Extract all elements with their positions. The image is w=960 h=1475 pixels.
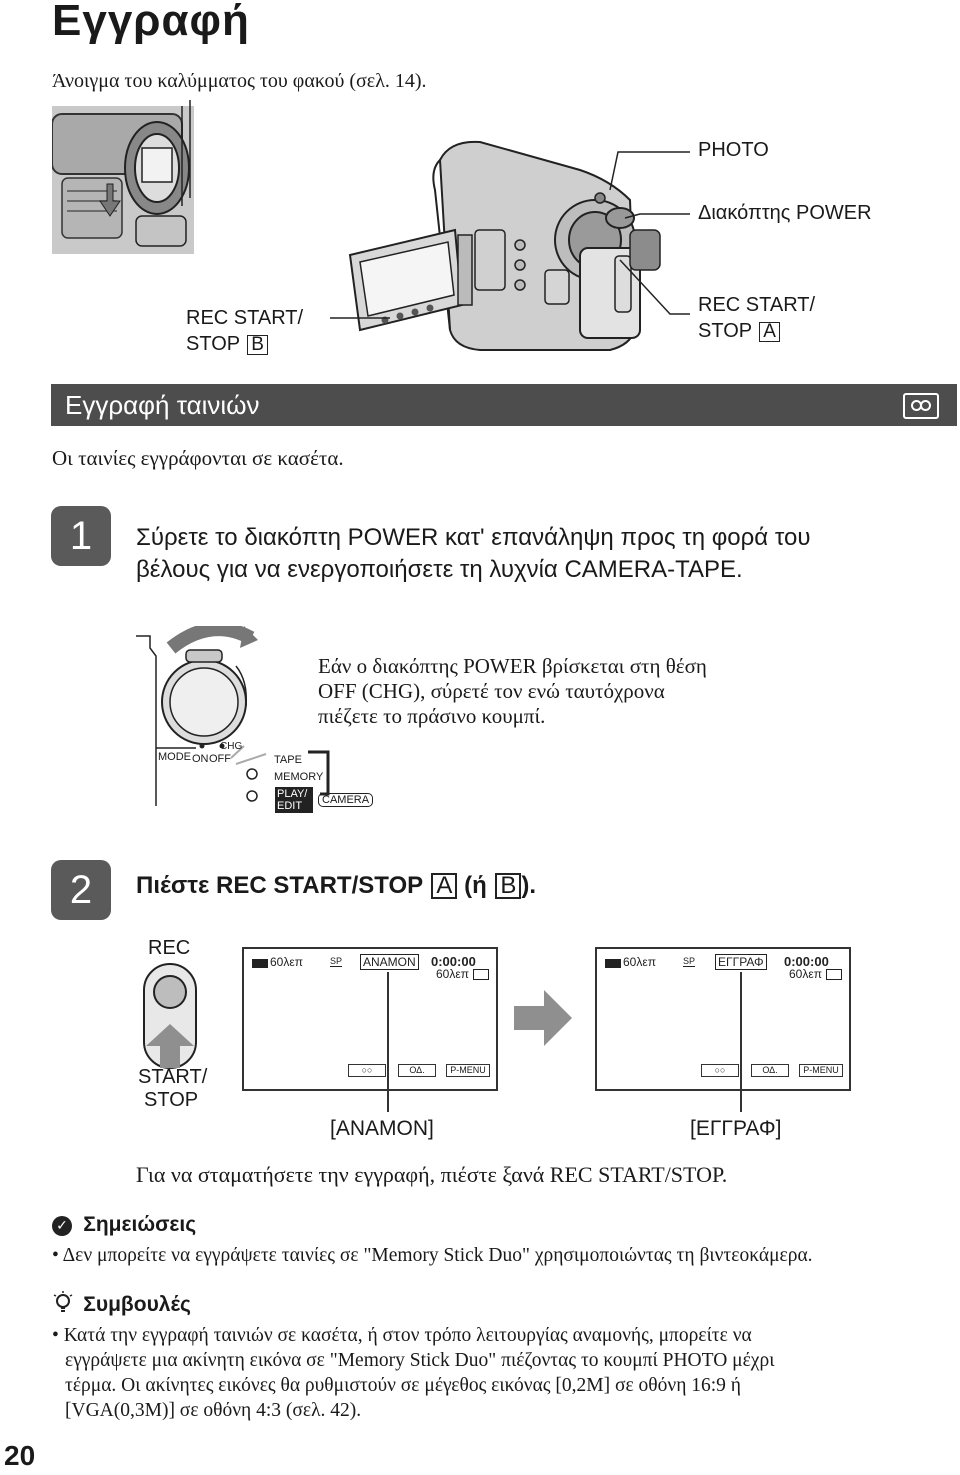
time-counter: 0:00:00 bbox=[784, 954, 829, 969]
lcd-screen-standby: 60λεπ SP ΑΝΑΜΟΝ 0:00:00 60λεπ ○○ ΟΔ. P-M… bbox=[242, 947, 498, 1091]
section-title: Εγγραφή ταινιών bbox=[65, 390, 260, 420]
rec-a-line2: STOP A bbox=[698, 318, 815, 344]
rec-a-line1: REC START/ bbox=[698, 294, 816, 316]
p-menu-button[interactable]: P-MENU bbox=[799, 1064, 843, 1077]
notes-item: • Δεν μπορείτε να εγγράψετε ταινίες σε "… bbox=[52, 1245, 813, 1267]
rec-button-bottom-label: START/ STOP bbox=[138, 1066, 207, 1112]
dial-camera-label: CAMERA bbox=[318, 793, 374, 807]
tips-line4: [VGA(0,3M)] σε οθόνη 4:3 (σελ. 42). bbox=[65, 1400, 362, 1421]
tape-remaining: 60λεπ bbox=[436, 967, 469, 981]
dial-mode-label: MODE bbox=[158, 751, 191, 763]
notes-heading: ✓ Σημειώσεις bbox=[52, 1212, 196, 1237]
power-switch-label: Διακόπτης POWER bbox=[698, 202, 872, 224]
step2-text-prefix: Πιέστε REC START/STOP bbox=[136, 872, 423, 899]
rec-b-stop: STOP bbox=[186, 333, 240, 355]
rec-b-line2: STOP B bbox=[186, 331, 303, 357]
od-button[interactable]: ΟΔ. bbox=[398, 1064, 436, 1077]
bullet: • bbox=[52, 1245, 59, 1266]
step2-number: 2 bbox=[51, 860, 111, 920]
rec-button-bottom1: START/ bbox=[138, 1066, 208, 1088]
recording-callout-line bbox=[740, 972, 742, 1112]
tape-icon bbox=[473, 969, 489, 980]
cassette-icon bbox=[903, 393, 939, 419]
step1-note-line3: πιέζετε το πράσινο κουμπί. bbox=[318, 704, 546, 728]
rec-start-stop-a-label: REC START/ STOP A bbox=[698, 292, 815, 344]
bullet: • bbox=[52, 1325, 59, 1346]
tape-icon bbox=[826, 969, 842, 980]
tips-title: Συμβουλές bbox=[83, 1293, 191, 1316]
tips-heading: Συμβουλές bbox=[52, 1291, 191, 1317]
status-recording: ΕΓΓΡΑΦ bbox=[715, 954, 767, 970]
standby-caption: [ΑΝΑΜΟΝ] bbox=[330, 1117, 434, 1140]
od-button[interactable]: ΟΔ. bbox=[751, 1064, 789, 1077]
intro-text: Άνοιγμα του καλύμματος του φακού (σελ. 1… bbox=[52, 70, 427, 92]
recording-caption: [ΕΓΓΡΑΦ] bbox=[690, 1117, 782, 1140]
notes-item-text: Δεν μπορείτε να εγγράψετε ταινίες σε "Me… bbox=[62, 1245, 813, 1266]
tips-line1-text: Κατά την εγγραφή ταινιών σε κασέτα, ή στ… bbox=[63, 1325, 752, 1346]
step2-text-suffix: ). bbox=[521, 872, 537, 899]
lcd-screen-recording: 60λεπ SP ΕΓΓΡΑΦ 0:00:00 60λεπ ○○ ΟΔ. P-M… bbox=[595, 947, 851, 1091]
step2-text-mid: (ή bbox=[464, 872, 487, 899]
page-title: Εγγραφή bbox=[52, 0, 250, 45]
status-standby: ΑΝΑΜΟΝ bbox=[360, 954, 419, 970]
battery-icon bbox=[605, 959, 621, 968]
time-counter: 0:00:00 bbox=[431, 954, 476, 969]
step1-note-line1: Εάν ο διακόπτης POWER βρίσκεται στη θέση bbox=[318, 654, 707, 678]
notes-icon: ✓ bbox=[52, 1216, 72, 1236]
key-b-badge: B bbox=[247, 335, 268, 355]
battery-time: 60λεπ bbox=[623, 955, 656, 969]
rec-b-line1: REC START/ bbox=[186, 307, 304, 329]
notes-title: Σημειώσεις bbox=[83, 1213, 197, 1236]
tape-remaining: 60λεπ bbox=[789, 967, 822, 981]
dial-play: PLAY/ bbox=[277, 788, 308, 800]
dial-tape-label: TAPE bbox=[274, 754, 302, 766]
tape-button[interactable]: ○○ bbox=[348, 1064, 386, 1077]
dial-play-edit-label: PLAY/ EDIT bbox=[275, 787, 313, 813]
rec-start-stop-b-label: REC START/ STOP B bbox=[186, 305, 303, 357]
dial-chg-label: CHG bbox=[220, 741, 243, 752]
battery-icon bbox=[252, 959, 268, 968]
dial-off-label: OFF bbox=[209, 753, 231, 765]
p-menu-button[interactable]: P-MENU bbox=[446, 1064, 490, 1077]
lightbulb-icon bbox=[53, 1291, 73, 1312]
transition-arrow-icon bbox=[514, 990, 572, 1046]
step2-instruction: Πιέστε REC START/STOP A (ή B). bbox=[136, 871, 536, 901]
stop-instruction: Για να σταματήσετε την εγγραφή, πιέστε ξ… bbox=[136, 1162, 728, 1187]
section-subtitle: Οι ταινίες εγγράφονται σε κασέτα. bbox=[52, 446, 344, 470]
rec-button-bottom2: STOP bbox=[144, 1089, 199, 1111]
dial-memory-label: MEMORY bbox=[274, 771, 324, 783]
standby-callout-line bbox=[387, 972, 389, 1112]
tips-item: • Κατά την εγγραφή ταινιών σε κασέτα, ή … bbox=[52, 1323, 774, 1423]
step1-instruction: Σύρετε το διακόπτη POWER κατ' επανάληψη … bbox=[136, 522, 810, 586]
step1-line2: βέλους για να ενεργοποιήσετε τη λυχνία C… bbox=[136, 556, 743, 583]
power-dial-illustration bbox=[136, 626, 330, 806]
step1-note: Εάν ο διακόπτης POWER βρίσκεται στη θέση… bbox=[318, 654, 707, 729]
rec-a-stop: STOP bbox=[698, 320, 752, 342]
battery-time: 60λεπ bbox=[270, 955, 303, 969]
tips-line2: εγγράψετε μια ακίνητη εικόνα σε "Memory … bbox=[65, 1350, 775, 1371]
step2-key-b: B bbox=[495, 873, 522, 899]
callout-lines bbox=[189, 100, 690, 319]
dial-edit: EDIT bbox=[277, 800, 303, 812]
rec-button-illustration bbox=[143, 963, 197, 1069]
tips-line3: τέρμα. Οι ακίνητες εικόνες θα ρυθμιστούν… bbox=[65, 1375, 742, 1396]
step1-number: 1 bbox=[51, 506, 111, 566]
lens-cover-illustration bbox=[52, 106, 194, 254]
rec-button-top-label: REC bbox=[148, 937, 191, 959]
sp-indicator: SP bbox=[330, 956, 343, 967]
dial-on-label: ON bbox=[192, 753, 209, 765]
step1-line1: Σύρετε το διακόπτη POWER κατ' επανάληψη … bbox=[136, 524, 811, 551]
camcorder-illustration bbox=[348, 140, 661, 351]
tips-line1: • Κατά την εγγραφή ταινιών σε κασέτα, ή … bbox=[52, 1323, 774, 1348]
sp-indicator: SP bbox=[683, 956, 696, 967]
section-header: Εγγραφή ταινιών bbox=[51, 384, 957, 426]
page-number: 20 bbox=[4, 1440, 36, 1471]
step1-note-line2: OFF (CHG), σύρετέ τον ενώ ταυτόχρονα bbox=[318, 679, 665, 703]
tape-button[interactable]: ○○ bbox=[701, 1064, 739, 1077]
key-a-badge: A bbox=[759, 322, 780, 342]
step2-key-a: A bbox=[431, 873, 458, 899]
photo-label: PHOTO bbox=[698, 139, 769, 161]
